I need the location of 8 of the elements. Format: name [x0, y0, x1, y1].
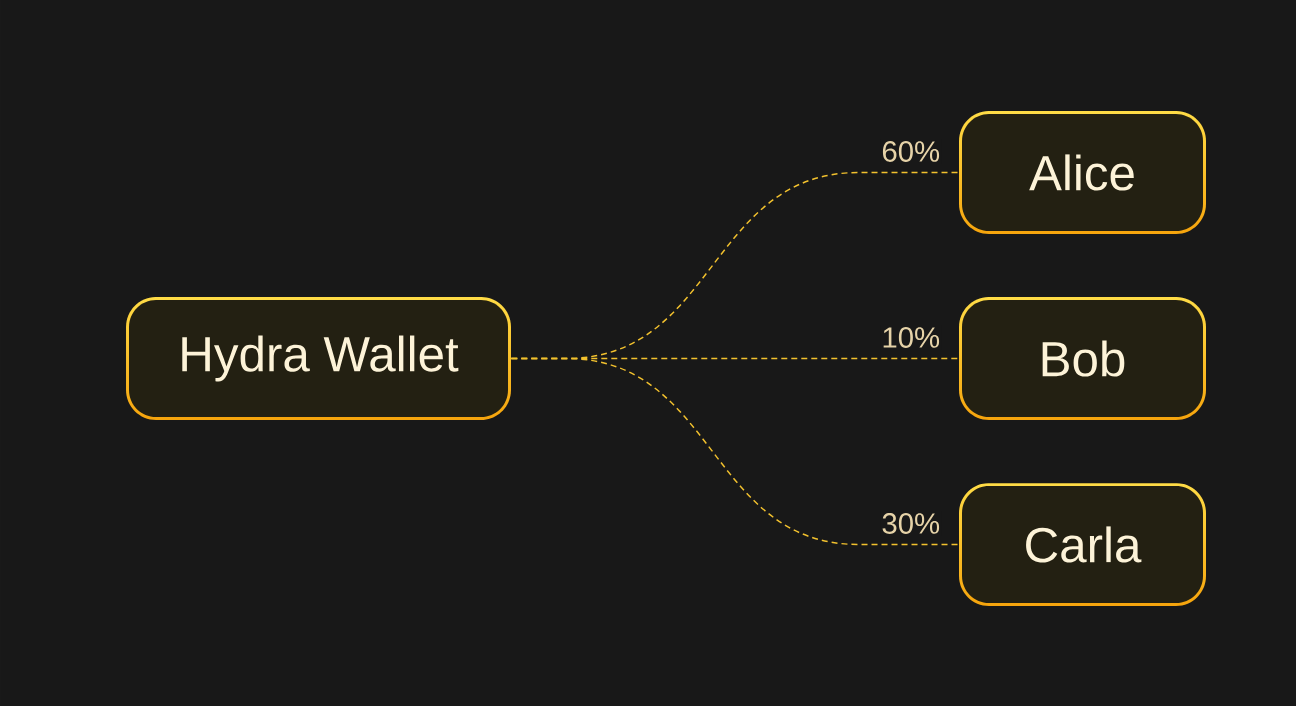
edge-label: 30% — [880, 511, 942, 536]
edge-label: 60% — [880, 139, 942, 164]
edge-label: 10% — [880, 325, 942, 350]
node-box: Carla — [962, 486, 1203, 603]
dashed-line — [510, 357, 960, 546]
node-box: Bob — [962, 300, 1203, 417]
node-box: Hydra Wallet — [129, 300, 508, 417]
node-box: Alice — [962, 114, 1203, 231]
